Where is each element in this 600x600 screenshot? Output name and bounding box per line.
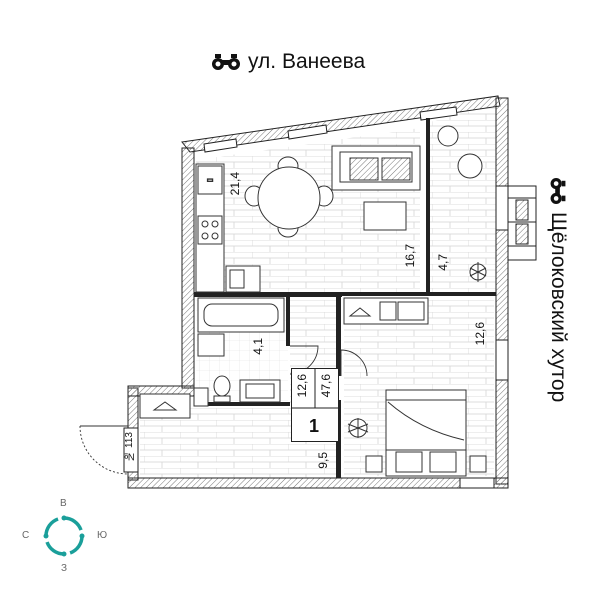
wall-corridor-bed	[336, 296, 341, 376]
apartment-number: № 113	[124, 432, 135, 462]
compass-south: Ю	[97, 530, 108, 541]
wall-left	[181, 147, 195, 389]
apartment-number-box	[123, 427, 139, 473]
svg-text:▭: ▭	[207, 177, 214, 184]
area-bedroom: 12,6	[473, 322, 487, 346]
bedroom-wardrobe	[343, 297, 429, 325]
bathroom-fixtures	[197, 297, 285, 403]
dining-table	[257, 166, 321, 230]
binoculars-icon	[212, 54, 240, 70]
toilet	[213, 375, 231, 397]
balcony-bay	[507, 185, 537, 261]
windows	[203, 106, 509, 489]
bed	[365, 389, 487, 477]
summary-total-area: 47,6	[319, 374, 333, 398]
street-label-top: ул. Ванеева	[212, 50, 365, 74]
fridge	[197, 165, 223, 195]
area-kitchen: 16,7	[403, 244, 417, 268]
area-loggia: 4,7	[436, 254, 450, 271]
apartment-summary: 12,6 47,6 1	[291, 368, 339, 442]
binoculars-icon	[550, 178, 566, 204]
summary-rooms-count: 1	[309, 416, 320, 436]
loggia-floor	[430, 104, 496, 292]
hall-wardrobe	[139, 387, 209, 419]
nightstand-right	[469, 455, 487, 473]
window-bottom-1	[459, 477, 495, 489]
door-entrance	[79, 425, 129, 475]
dining-set	[244, 156, 334, 238]
outer-walls	[127, 95, 509, 489]
wall-bed-top	[336, 292, 496, 296]
plant-loggia	[469, 262, 487, 282]
street-label-right: Щёлоковский хутор	[546, 178, 570, 402]
sofa	[331, 145, 421, 231]
wall-bath-corridor	[286, 296, 290, 346]
street-name-right: Щёлоковский хутор	[547, 212, 570, 403]
compass-north: С	[22, 530, 30, 541]
area-bathroom: 4,1	[251, 338, 265, 355]
area-living: 21,4	[228, 172, 242, 196]
window-top-1	[203, 138, 238, 153]
loggia-chair	[437, 125, 483, 179]
washer	[197, 333, 225, 357]
hob	[197, 215, 223, 245]
compass-west: З	[61, 563, 68, 574]
nightstand-left	[365, 455, 383, 473]
wall-loggia	[426, 118, 430, 294]
summary-living-area: 12,6	[295, 374, 309, 398]
kitchen-counter: ▭	[195, 163, 261, 293]
plant-bedroom	[347, 418, 369, 438]
door-bedroom	[340, 349, 368, 377]
wall-bottom	[127, 477, 509, 489]
summary-frame	[291, 368, 339, 442]
compass	[43, 515, 85, 557]
compass-east: В	[60, 498, 67, 509]
window-right-2	[495, 339, 509, 381]
wall-right	[495, 97, 509, 485]
wall-bath-bottom	[194, 402, 290, 406]
window-top-3	[419, 106, 458, 121]
wall-kitchen-bath	[194, 292, 342, 297]
area-hall: 9,5	[316, 452, 330, 469]
coffee-table	[363, 201, 407, 231]
street-name-top: ул. Ванеева	[248, 50, 366, 73]
window-top-2	[287, 124, 328, 140]
window-right-1	[495, 185, 509, 231]
